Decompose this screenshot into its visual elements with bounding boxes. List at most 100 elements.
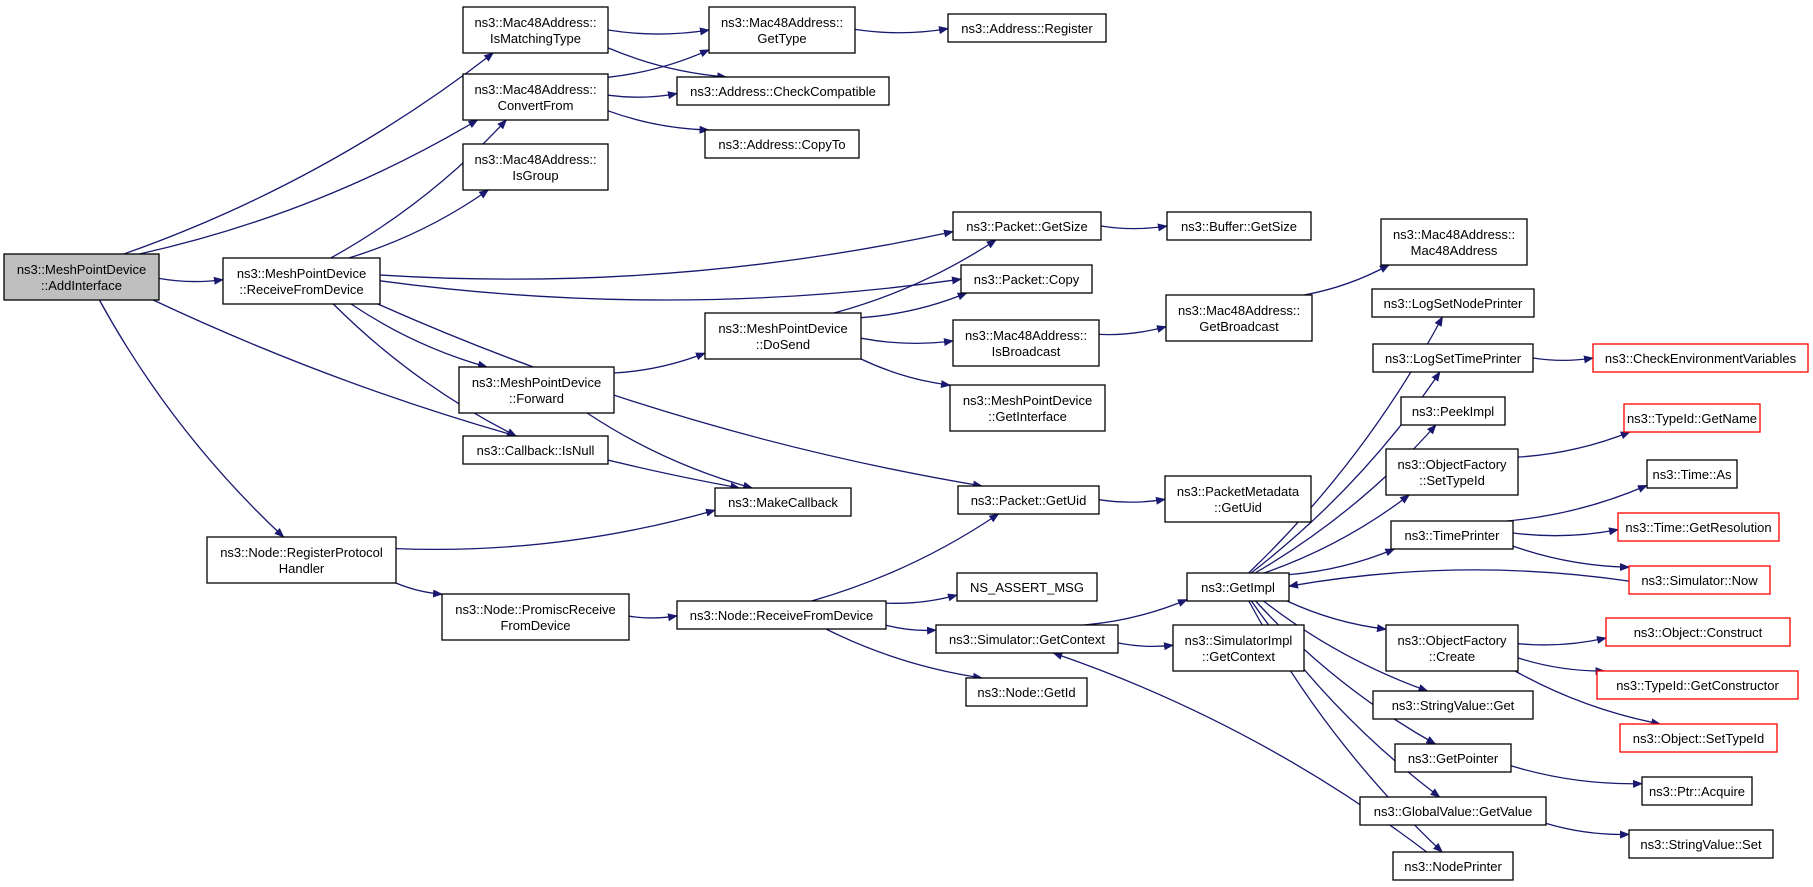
node-ptracquire[interactable]: ns3::Ptr::Acquire xyxy=(1641,776,1753,806)
node-label: ns3::Mac48Address:: xyxy=(474,15,596,30)
node-receivefromdevice[interactable]: ns3::MeshPointDevice::ReceiveFromDevice xyxy=(222,257,381,305)
node-packetgetsize[interactable]: ns3::Packet::GetSize xyxy=(952,211,1102,241)
node-objsettypeid[interactable]: ns3::Object::SetTypeId xyxy=(1619,723,1778,753)
node-label: ::DoSend xyxy=(756,337,810,352)
edge-isbroadcast-to-getbroadcast xyxy=(1098,325,1167,336)
node-typeidgetname[interactable]: ns3::TypeId::GetName xyxy=(1623,403,1761,433)
node-peekimpl[interactable]: ns3::PeekImpl xyxy=(1400,396,1506,426)
edge-logsettimeprinter-to-checkenv xyxy=(1532,355,1594,364)
node-label: ns3::NodePrinter xyxy=(1404,859,1502,874)
node-timeas[interactable]: ns3::Time::As xyxy=(1646,459,1738,489)
edge-getimpl-to-peekimpl xyxy=(1254,424,1437,574)
node-box xyxy=(960,264,1093,294)
node-getbroadcast[interactable]: ns3::Mac48Address::GetBroadcast xyxy=(1165,294,1313,342)
node-mac48ctor[interactable]: ns3::Mac48Address::Mac48Address xyxy=(1380,218,1528,266)
node-label: ns3::PeekImpl xyxy=(1412,404,1494,419)
edge-addinterface-to-convertfrom xyxy=(139,119,479,255)
node-box xyxy=(1628,829,1774,859)
edge-objfactcreate-to-typeidgetctor xyxy=(1517,657,1606,676)
node-simimplgetcontext[interactable]: ns3::SimulatorImpl::GetContext xyxy=(1172,624,1305,672)
node-simnow[interactable]: ns3::Simulator::Now xyxy=(1628,565,1771,595)
edge-getimpl-to-timeprinter xyxy=(1288,548,1396,576)
node-dosend[interactable]: ns3::MeshPointDevice::DoSend xyxy=(704,312,862,360)
node-stringvalueset[interactable]: ns3::StringValue::Set xyxy=(1628,829,1774,859)
node-label: ConvertFrom xyxy=(498,98,574,113)
node-objfactcreate[interactable]: ns3::ObjectFactory::Create xyxy=(1385,624,1519,672)
edge-packetgetuid-to-pktmetagetuid xyxy=(1098,496,1166,505)
node-label: ns3::MeshPointDevice xyxy=(472,375,601,390)
node-label: ns3::MeshPointDevice xyxy=(17,262,146,277)
node-packetgetuid[interactable]: ns3::Packet::GetUid xyxy=(957,485,1100,515)
node-box xyxy=(1592,343,1809,373)
node-box xyxy=(704,129,860,159)
node-nodereceive[interactable]: ns3::Node::ReceiveFromDevice xyxy=(676,600,887,630)
node-box xyxy=(714,487,852,517)
node-typeidgetctor[interactable]: ns3::TypeId::GetConstructor xyxy=(1596,670,1799,700)
edge-globalvalueget-to-stringvalueset xyxy=(1545,822,1630,839)
node-timeprinter[interactable]: ns3::TimePrinter xyxy=(1390,520,1514,550)
node-label: ns3::PacketMetadata xyxy=(1177,484,1300,499)
node-getimpl[interactable]: ns3::GetImpl xyxy=(1186,572,1290,602)
node-getinterface[interactable]: ns3::MeshPointDevice::GetInterface xyxy=(949,384,1106,432)
node-box xyxy=(708,6,856,54)
edge-getimpl-to-objfactsettypeid xyxy=(1263,494,1410,574)
node-label: ns3::Packet::GetSize xyxy=(966,219,1087,234)
node-checkcompatible[interactable]: ns3::Address::CheckCompatible xyxy=(676,76,890,106)
node-isgroup[interactable]: ns3::Mac48Address::IsGroup xyxy=(462,143,609,191)
node-box xyxy=(1394,743,1512,773)
node-box xyxy=(1164,475,1312,523)
node-gettype[interactable]: ns3::Mac48Address::GetType xyxy=(708,6,856,54)
node-objfactsettypeid[interactable]: ns3::ObjectFactory::SetTypeId xyxy=(1385,448,1519,496)
edge-receivefromdevice-to-packetgetsize xyxy=(379,229,954,280)
edge-forward-to-dosend xyxy=(613,352,706,374)
node-stringvalueget[interactable]: ns3::StringValue::Get xyxy=(1372,690,1534,720)
node-copyto[interactable]: ns3::Address::CopyTo xyxy=(704,129,860,159)
node-box xyxy=(1619,723,1778,753)
node-timegetres[interactable]: ns3::Time::GetResolution xyxy=(1617,512,1780,542)
edges-layer xyxy=(98,26,1662,853)
node-getpointer[interactable]: ns3::GetPointer xyxy=(1394,743,1512,773)
edge-nodereceive-to-assertmsg xyxy=(885,593,958,604)
node-register[interactable]: ns3::Address::Register xyxy=(947,13,1107,43)
node-label: IsGroup xyxy=(512,168,558,183)
node-label: ns3::GetImpl xyxy=(1201,580,1275,595)
node-box xyxy=(1371,288,1535,318)
node-box xyxy=(462,435,609,465)
node-label: Handler xyxy=(279,561,325,576)
node-pktmetagetuid[interactable]: ns3::PacketMetadata::GetUid xyxy=(1164,475,1312,523)
edge-ismatchingtype-to-gettype xyxy=(607,27,710,36)
node-checkenv[interactable]: ns3::CheckEnvironmentVariables xyxy=(1592,343,1809,373)
node-isnull[interactable]: ns3::Callback::IsNull xyxy=(462,435,609,465)
node-label: ns3::StringValue::Set xyxy=(1640,837,1762,852)
edge-addinterface-to-makecallback xyxy=(152,299,741,491)
node-nodegetid[interactable]: ns3::Node::GetId xyxy=(965,677,1088,707)
node-convertfrom[interactable]: ns3::Mac48Address::ConvertFrom xyxy=(462,73,609,121)
node-logsetnodeprinter[interactable]: ns3::LogSetNodePrinter xyxy=(1371,288,1535,318)
edge-timeprinter-to-timegetres xyxy=(1512,527,1619,537)
node-packetcopy[interactable]: ns3::Packet::Copy xyxy=(960,264,1093,294)
node-label: ns3::Object::SetTypeId xyxy=(1633,731,1765,746)
node-box xyxy=(1605,617,1791,647)
node-makecallback[interactable]: ns3::MakeCallback xyxy=(714,487,852,517)
node-simgetcontext[interactable]: ns3::Simulator::GetContext xyxy=(935,624,1119,654)
node-label: IsMatchingType xyxy=(490,31,581,46)
node-addinterface[interactable]: ns3::MeshPointDevice::AddInterface xyxy=(3,253,160,301)
node-label: ns3::Address::Register xyxy=(961,21,1093,36)
node-nodeprinter[interactable]: ns3::NodePrinter xyxy=(1392,851,1514,881)
node-ismatchingtype[interactable]: ns3::Mac48Address::IsMatchingType xyxy=(462,6,609,54)
node-label: ns3::Buffer::GetSize xyxy=(1181,219,1297,234)
node-logsettimeprinter[interactable]: ns3::LogSetTimePrinter xyxy=(1372,343,1534,373)
node-isbroadcast[interactable]: ns3::Mac48Address::IsBroadcast xyxy=(952,319,1100,367)
node-buffergetsize[interactable]: ns3::Buffer::GetSize xyxy=(1166,211,1312,241)
node-box xyxy=(1617,512,1780,542)
node-globalvalueget[interactable]: ns3::GlobalValue::GetValue xyxy=(1359,796,1547,826)
node-label: IsBroadcast xyxy=(992,344,1061,359)
node-label: ::GetInterface xyxy=(988,409,1067,424)
node-forward[interactable]: ns3::MeshPointDevice::Forward xyxy=(458,366,615,414)
node-objconstruct[interactable]: ns3::Object::Construct xyxy=(1605,617,1791,647)
node-box xyxy=(441,593,630,641)
node-assertmsg[interactable]: NS_ASSERT_MSG xyxy=(956,572,1098,602)
